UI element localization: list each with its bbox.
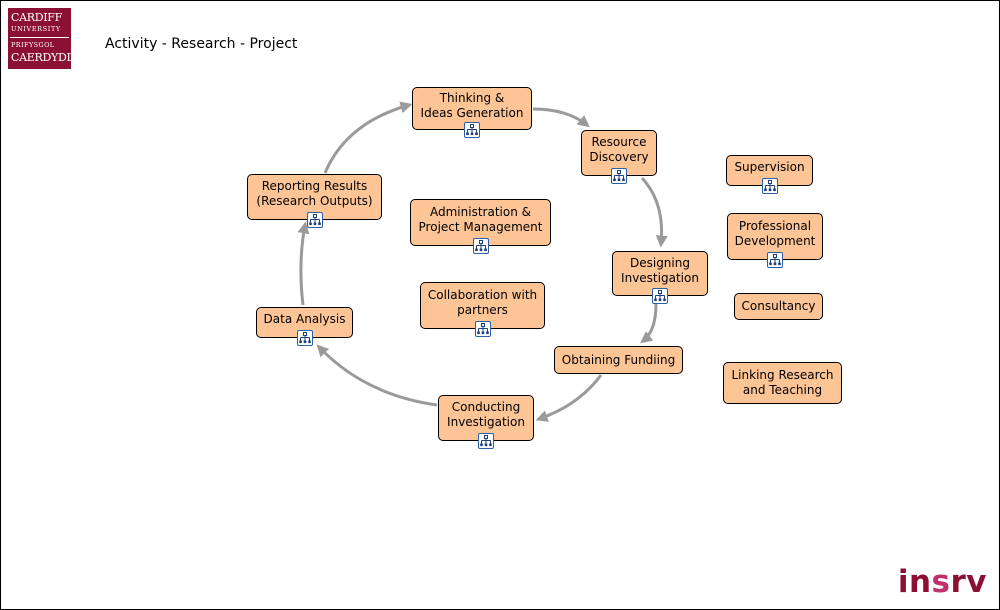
brand-accent: s [931, 564, 951, 600]
hierarchy-icon[interactable] [306, 212, 323, 228]
node-label: Conducting Investigation [447, 400, 525, 429]
node-obtaining-funding[interactable]: Obtaining Fundiing [554, 346, 683, 374]
node-conducting-investigation[interactable]: Conducting Investigation [438, 395, 534, 449]
node-data-analysis[interactable]: Data Analysis [256, 307, 353, 346]
node-label: Supervision [734, 160, 805, 174]
node-collaboration-with-partners[interactable]: Collaboration with partners [420, 282, 545, 337]
node-label: Thinking & Ideas Generation [420, 90, 524, 120]
node-label: Professional Development [734, 218, 816, 248]
hierarchy-icon[interactable] [478, 433, 494, 449]
brand-suffix: rv [950, 564, 987, 600]
node-professional-development[interactable]: Professional Development [727, 213, 823, 268]
node-label: Linking Research and Teaching [731, 368, 834, 397]
node-label: Designing Investigation [621, 255, 699, 285]
hierarchy-icon[interactable] [296, 330, 313, 346]
node-label: Collaboration with partners [427, 287, 538, 317]
arrow-designing-to-funding [640, 303, 658, 344]
hierarchy-icon[interactable] [761, 178, 778, 194]
node-administration-project-management[interactable]: Administration & Project Management [410, 199, 551, 254]
cardiff-university-logo: CARDIFF UNIVERSITY PRIFYSGOL CAERDYDD [8, 8, 75, 69]
arrow-conducting-to-analysis [316, 344, 438, 407]
page-title: Activity - Research - Project [105, 36, 298, 52]
node-label: Data Analysis [263, 312, 346, 326]
node-label: Obtaining Fundiing [561, 352, 676, 367]
logo-divider [10, 37, 69, 38]
node-resource-discovery[interactable]: Resource Discovery [581, 130, 657, 184]
node-label: Administration & Project Management [418, 204, 543, 234]
arrow-reporting-to-thinking [323, 101, 413, 174]
logo-line-2: UNIVERSITY [11, 25, 61, 33]
logo-line-3: PRIFYSGOL [11, 41, 55, 49]
hierarchy-icon[interactable] [472, 238, 489, 254]
arrow-analysis-to-reporting [297, 221, 310, 306]
node-label: Reporting Results (Research Outputs) [256, 179, 373, 208]
node-designing-investigation[interactable]: Designing Investigation [612, 251, 708, 304]
hierarchy-icon[interactable] [474, 321, 491, 337]
node-linking-research-teaching[interactable]: Linking Research and Teaching [723, 362, 842, 404]
node-label: Resource Discovery [589, 135, 649, 164]
hierarchy-icon[interactable] [767, 252, 783, 268]
arrow-resource-to-designing [640, 176, 668, 248]
logo-line-4: CAERDYDD [11, 51, 75, 64]
hierarchy-icon[interactable] [652, 288, 668, 304]
arrow-thinking-to-resource [532, 107, 590, 128]
hierarchy-icon[interactable] [611, 168, 627, 184]
node-supervision[interactable]: Supervision [726, 155, 813, 194]
node-consultancy[interactable]: Consultancy [734, 293, 823, 320]
arrow-funding-to-conducting [535, 374, 603, 422]
brand-prefix: in [897, 564, 932, 600]
node-reporting-results[interactable]: Reporting Results (Research Outputs) [247, 174, 382, 228]
node-thinking-ideas-generation[interactable]: Thinking & Ideas Generation [412, 87, 532, 138]
node-label: Consultancy [741, 299, 816, 313]
insrv-logo: insrv [898, 564, 987, 600]
logo-line-1: CARDIFF [11, 11, 62, 24]
hierarchy-icon[interactable] [464, 122, 480, 138]
